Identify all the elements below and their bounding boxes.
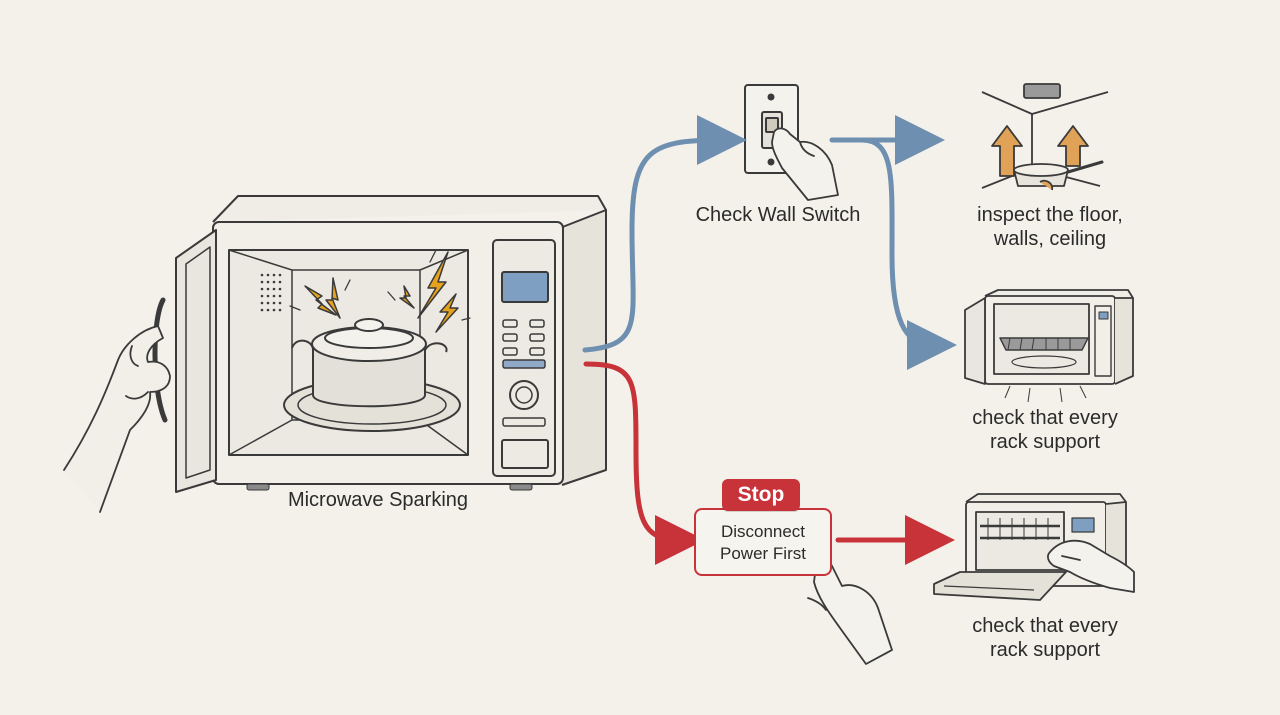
check-wall-switch-label: Check Wall Switch (668, 203, 888, 227)
rack2-line-1: check that every (972, 615, 1118, 637)
arrow-to-switch (582, 115, 747, 353)
stop-badge: Stop (722, 479, 800, 511)
ceiling-vent-icon (981, 83, 1109, 191)
oven-icon (964, 289, 1134, 403)
disconnect-line-1: Disconnect (720, 522, 806, 541)
rack-support-label-1: check that every rack support (945, 406, 1145, 454)
disconnect-line-2: Power First (720, 544, 806, 563)
vent-dots (260, 273, 282, 312)
spark-icon (304, 251, 459, 333)
inspect-surfaces-label: inspect the floor, walls, ceiling (950, 203, 1150, 251)
keypad-buttons (502, 319, 545, 356)
pot-icon (291, 318, 448, 408)
flow-arrows (582, 115, 957, 565)
inspect-line-1: inspect the floor, (977, 204, 1123, 226)
arrow-to-disconnect (583, 361, 705, 565)
finger-icon (771, 127, 839, 201)
microwave-sparking-label: Microwave Sparking (248, 488, 508, 512)
inspect-line-2: walls, ceiling (993, 228, 1107, 250)
arrow-to-rack1 (859, 137, 957, 370)
switch-label-text: Check Wall Switch (695, 204, 861, 226)
rack1-line-1: check that every (972, 407, 1118, 429)
rack2-line-2: rack support (989, 639, 1101, 661)
disconnect-power-box: Disconnect Power First (694, 508, 832, 576)
hand-icon-toaster (1047, 539, 1135, 593)
rack1-line-2: rack support (989, 431, 1101, 453)
main-label-text: Microwave Sparking (287, 489, 469, 511)
hand-icon (63, 325, 171, 513)
rack-support-label-2: check that every rack support (945, 614, 1145, 662)
spark-lines (289, 249, 471, 321)
